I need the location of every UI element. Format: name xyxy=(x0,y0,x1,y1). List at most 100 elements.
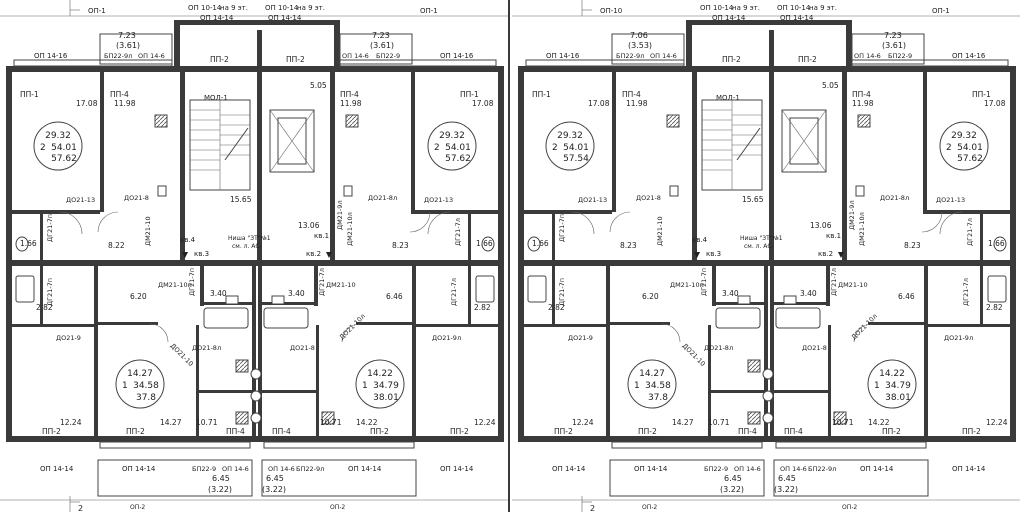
pp-label: ПП-4 xyxy=(340,90,359,99)
op-label: ОП-1 xyxy=(932,7,950,15)
top-annotations: ОП-1 ОП-1 ОП 10-14 на 9 эт. ОП 14-14 ОП … xyxy=(34,4,474,60)
apartment-room-count: 2 xyxy=(946,143,952,153)
mol-label: МОЛ-1 xyxy=(204,94,228,102)
pp-label: ПП-2 xyxy=(286,55,305,64)
apartment-living-area: 14.22 xyxy=(879,369,905,379)
axis-label: 2 xyxy=(78,504,83,512)
op-label: ОП 10-14 xyxy=(777,4,811,12)
door-label: ДО21-9л xyxy=(944,334,973,342)
apartment-living-area: 14.27 xyxy=(127,369,153,379)
bottom-annotations: ОП 14-14 ОП 14-14 БП22-9 ОП 14-6 6.45 (3… xyxy=(40,465,474,512)
room-area: 10.71 xyxy=(196,418,218,427)
door-label: ДО21-9л xyxy=(432,334,461,342)
apartment-number: кв.4 xyxy=(180,236,196,244)
op-label: ОП-1 xyxy=(420,7,438,15)
apartment-total-area: 34.79 xyxy=(373,381,399,391)
room-area: 13.06 xyxy=(810,221,832,230)
apartment-number: кв.1 xyxy=(314,232,329,240)
apartment-total-area: 34.79 xyxy=(885,381,911,391)
room-area: 2.82 xyxy=(474,303,491,312)
balcony-area: 7.06 xyxy=(630,31,648,40)
apartment-living-area: 29.32 xyxy=(439,131,465,141)
balcony-bp-label: БП22-9 xyxy=(192,465,216,473)
room-area: 8.23 xyxy=(904,241,921,250)
room-area: 14.22 xyxy=(868,418,890,427)
balcony-area-sub: (3.61) xyxy=(370,41,394,50)
op-label: ОП 14-16 xyxy=(440,52,474,60)
apartment-living-area: 29.32 xyxy=(557,131,583,141)
pp-label: ПП-4 xyxy=(226,427,245,436)
pp-label: ПП-4 xyxy=(852,90,871,99)
op-label: ОП 14-16 xyxy=(34,52,68,60)
apartment-top-left: ПП-1 ПП-4 17.08 11.98 29.32 2 54.01 57.6… xyxy=(20,90,152,250)
pp-label: ПП-2 xyxy=(798,55,817,64)
apartment-room-count: 1 xyxy=(874,381,880,391)
door-label: ДГ21-7л xyxy=(450,278,458,306)
pp-label: ПП-2 xyxy=(126,427,145,436)
pp-label: ПП-2 xyxy=(638,427,657,436)
pp-label: ПП-4 xyxy=(272,427,291,436)
balcony-op-label: ОП 14-6 xyxy=(734,465,761,473)
apartment-number: кв.3 xyxy=(194,250,209,258)
pp-label: ПП-2 xyxy=(962,427,981,436)
room-area: 2.82 xyxy=(986,303,1003,312)
bottom-annotations: ОП 14-14 ОП 14-14 БП22-9 ОП 14-6 6.45 (3… xyxy=(552,465,986,512)
op-label: ОП-2 xyxy=(130,504,145,511)
apartment-top-left: ПП-1 ПП-4 17.08 11.98 29.32 2 54.01 57.5… xyxy=(532,90,664,250)
door-label: ДО21-13 xyxy=(578,196,607,204)
room-area: 14.27 xyxy=(672,418,694,427)
room-area: 3.40 xyxy=(800,289,817,298)
apartment-number: кв.2 xyxy=(306,250,321,258)
apartment-room-count: 2 xyxy=(434,143,440,153)
pp-label: ПП-4 xyxy=(622,90,641,99)
room-area: 17.08 xyxy=(472,99,494,108)
door-label: ДО21-8 xyxy=(124,194,149,202)
room-area: 11.98 xyxy=(626,99,648,108)
op-label: ОП 14-14 xyxy=(348,465,382,473)
room-area: 1.66 xyxy=(532,239,549,248)
balcony-area: 6.45 xyxy=(212,474,230,483)
room-area: 6.20 xyxy=(130,292,147,301)
door-label: ДГ21-7л xyxy=(962,278,970,306)
pp-label: ПП-1 xyxy=(972,90,991,99)
balcony-area-sub: (3.53) xyxy=(628,41,652,50)
door-label: ДО21-8 xyxy=(290,344,315,352)
pp-label: ПП-1 xyxy=(20,90,39,99)
pp-label: ПП-1 xyxy=(532,90,551,99)
op-label: на 9 эт. xyxy=(809,4,837,12)
op-label: ОП 10-14 xyxy=(265,4,299,12)
op-label: ОП 14-14 xyxy=(122,465,156,473)
balcony-area-sub: (3.61) xyxy=(116,41,140,50)
door-label: ДМ21-10л xyxy=(858,212,866,246)
room-area: 13.06 xyxy=(298,221,320,230)
pp-label: ПП-4 xyxy=(784,427,803,436)
balcony-area: 6.45 xyxy=(266,474,284,483)
balcony-area-sub: (3.22) xyxy=(774,485,798,494)
balcony-area-sub: (3.22) xyxy=(208,485,232,494)
room-area: 6.46 xyxy=(898,292,915,301)
balcony-bp-label: БП22-9 xyxy=(376,52,400,60)
room-area: 11.98 xyxy=(852,99,874,108)
door-label: ДГ21-7п xyxy=(558,278,566,306)
room-area: 14.22 xyxy=(356,418,378,427)
pp-label: ПП-2 xyxy=(882,427,901,436)
op-label: ОП 14-14 xyxy=(712,14,746,22)
op-label: на 9 эт. xyxy=(732,4,760,12)
op-label: ОП-10 xyxy=(600,7,622,15)
door-label: ДО21-8 xyxy=(802,344,827,352)
axis-label: 2 xyxy=(590,504,595,512)
op-label: ОП 14-16 xyxy=(546,52,580,60)
room-area: 6.46 xyxy=(386,292,403,301)
door-label: ДО21-13 xyxy=(66,196,95,204)
room-area: 8.23 xyxy=(392,241,409,250)
room-area: 2.82 xyxy=(548,303,565,312)
balcony-bp-label: БП22-9л xyxy=(296,465,324,473)
apartment-number: кв.1 xyxy=(826,232,841,240)
balcony-area: 7.23 xyxy=(372,31,390,40)
door-label: ДО21-9 xyxy=(56,334,81,342)
pp-label: ПП-2 xyxy=(370,427,389,436)
op-label: ОП 14-14 xyxy=(200,14,234,22)
apartment-number: кв.2 xyxy=(818,250,833,258)
apartment-gross-area: 37.8 xyxy=(648,393,668,403)
door-label: ДГ21-7л xyxy=(966,218,974,246)
